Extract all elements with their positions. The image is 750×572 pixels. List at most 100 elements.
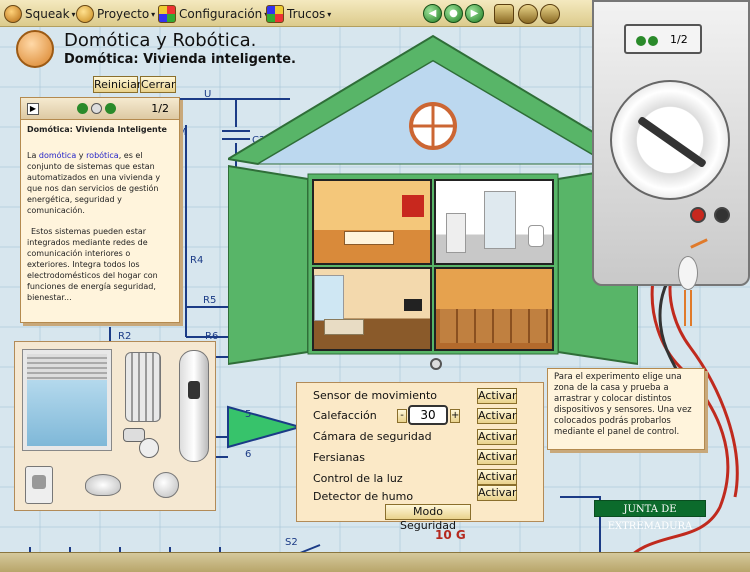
- smoke-detector-device[interactable]: [85, 474, 121, 496]
- security-camera-label: Cámara de seguridad: [313, 430, 432, 443]
- circuit-label-10g: 10 G: [435, 528, 466, 542]
- circuit-label-5: 5: [245, 409, 251, 420]
- chevron-down-icon: ▾: [151, 9, 156, 19]
- decrease-temperature-button[interactable]: -: [397, 409, 407, 423]
- previous-page-icon[interactable]: [636, 36, 646, 46]
- circuit-label-6: 6: [245, 449, 251, 460]
- circuit-label-r2: R2: [118, 331, 131, 342]
- heating-label: Calefacción: [313, 409, 377, 422]
- kitchen-counter: [440, 309, 550, 343]
- control-panel: Sensor de movimiento Activar Calefacción…: [296, 382, 544, 532]
- info-text: y: [76, 151, 87, 160]
- house-diagram: [228, 34, 638, 370]
- globe-icon[interactable]: [540, 4, 560, 24]
- paint-icon[interactable]: [518, 4, 538, 24]
- toilet: [528, 225, 544, 247]
- next-page-icon[interactable]: [105, 103, 116, 114]
- menu-trucos-label: Trucos: [287, 7, 326, 21]
- house-roof: [228, 34, 638, 366]
- domotica-link[interactable]: domótica: [38, 151, 77, 160]
- blinds-label: Fersianas: [313, 451, 365, 464]
- activate-heating-button[interactable]: Activar: [477, 408, 517, 424]
- activate-smoke-detector-button[interactable]: Activar: [477, 485, 517, 501]
- play-button[interactable]: ●: [444, 4, 463, 23]
- meter-page-indicator: 1/2: [670, 33, 688, 46]
- room-bathroom[interactable]: [434, 179, 554, 265]
- bottom-frame: [0, 552, 750, 572]
- room-bedroom[interactable]: [312, 179, 432, 265]
- activate-security-camera-button[interactable]: Activar: [477, 429, 517, 445]
- security-mode-button[interactable]: Modo Seguridad: [385, 504, 471, 532]
- circuit-label-r6: R6: [205, 331, 218, 342]
- sofa: [324, 319, 364, 335]
- room-kitchen[interactable]: [434, 267, 554, 351]
- info-title: Domótica: Vivienda Inteligente: [27, 125, 167, 134]
- info-panel: ▶ 1/2 Domótica: Vivienda Inteligente La …: [20, 97, 180, 323]
- robotica-link[interactable]: robótica: [86, 151, 119, 160]
- activate-motion-sensor-button[interactable]: Activar: [477, 388, 517, 404]
- chevron-down-icon: ▾: [327, 9, 332, 19]
- info-paragraph-2: Estos sistemas pueden estar integrados m…: [27, 227, 158, 302]
- menu-squeak-label: Squeak: [25, 7, 70, 21]
- instructions-tooltip: Para el experimento elige una zona de la…: [547, 368, 705, 450]
- squeak-icon: [4, 5, 22, 23]
- motion-sensor-label: Sensor de movimiento: [313, 389, 438, 402]
- shower: [484, 191, 516, 249]
- close-button[interactable]: Cerrar: [140, 76, 176, 93]
- smoke-detector-label: Detector de humo: [313, 490, 414, 503]
- menu-configuracion-label: Configuración: [179, 7, 263, 21]
- tv: [404, 299, 422, 311]
- multimeter-terminal[interactable]: [690, 207, 706, 223]
- menu-squeak[interactable]: Squeak ▾: [4, 4, 76, 24]
- camera-sensor-device[interactable]: [179, 350, 209, 462]
- temperature-value[interactable]: 30: [408, 405, 448, 425]
- heater-device[interactable]: [125, 352, 161, 422]
- info-text: La: [27, 151, 39, 160]
- window: [314, 275, 344, 321]
- room-living-room[interactable]: [312, 267, 432, 351]
- next-page-button[interactable]: ▶: [465, 4, 484, 23]
- menu-configuracion[interactable]: Configuración ▾: [158, 4, 268, 24]
- chevron-down-icon: ▾: [71, 9, 76, 19]
- menu-proyecto[interactable]: Proyecto ▾: [76, 4, 155, 24]
- reset-button[interactable]: Reiniciar: [93, 76, 142, 93]
- info-paragraph-1: La domótica y robótica, es el conjunto d…: [27, 150, 173, 216]
- activate-blinds-button[interactable]: Activar: [477, 449, 517, 465]
- security-camera-device[interactable]: [123, 428, 163, 458]
- activate-light-control-button[interactable]: Activar: [477, 469, 517, 485]
- circuit-label-s2: S2: [285, 537, 298, 548]
- multimeter-display: 1/2: [624, 24, 702, 54]
- project-icon: [76, 5, 94, 23]
- device-palette: [14, 341, 216, 511]
- window-blind-device[interactable]: [23, 350, 111, 450]
- multimeter-terminal[interactable]: [714, 207, 730, 223]
- increase-temperature-button[interactable]: +: [450, 409, 460, 423]
- image-icon[interactable]: [494, 4, 514, 24]
- circuit-label-r5: R5: [203, 295, 216, 306]
- previous-page-button[interactable]: ◀: [423, 4, 442, 23]
- light-control-label: Control de la luz: [313, 472, 403, 485]
- info-panel-header: ▶ 1/2: [21, 98, 179, 120]
- circuit-label-m: M: [178, 127, 187, 138]
- sink: [446, 213, 466, 253]
- motion-sensor-device[interactable]: [25, 466, 53, 504]
- page-title: Domótica y Robótica.: [64, 30, 257, 51]
- sensor-node[interactable]: [430, 358, 442, 370]
- next-page-icon[interactable]: [648, 36, 658, 46]
- junta-extremadura-logo: JUNTA DE EXTREMADURA: [594, 500, 706, 532]
- tricks-icon: [266, 5, 284, 23]
- multimeter-dial[interactable]: [610, 80, 730, 200]
- info-panel-body: Domótica: Vivienda Inteligente La domóti…: [21, 120, 179, 317]
- stork-mascot: [672, 238, 708, 328]
- menu-icon[interactable]: [91, 103, 102, 114]
- light-sensor-device[interactable]: [153, 472, 179, 498]
- bed: [344, 231, 394, 245]
- page-indicator: 1/2: [151, 102, 169, 115]
- menu-trucos[interactable]: Trucos ▾: [266, 4, 331, 24]
- previous-page-icon[interactable]: [77, 103, 88, 114]
- play-icon[interactable]: ▶: [27, 103, 39, 115]
- multimeter: 1/2: [592, 0, 750, 286]
- settings-icon: [158, 5, 176, 23]
- circuit-label-u: U: [204, 89, 211, 100]
- menu-proyecto-label: Proyecto: [97, 7, 150, 21]
